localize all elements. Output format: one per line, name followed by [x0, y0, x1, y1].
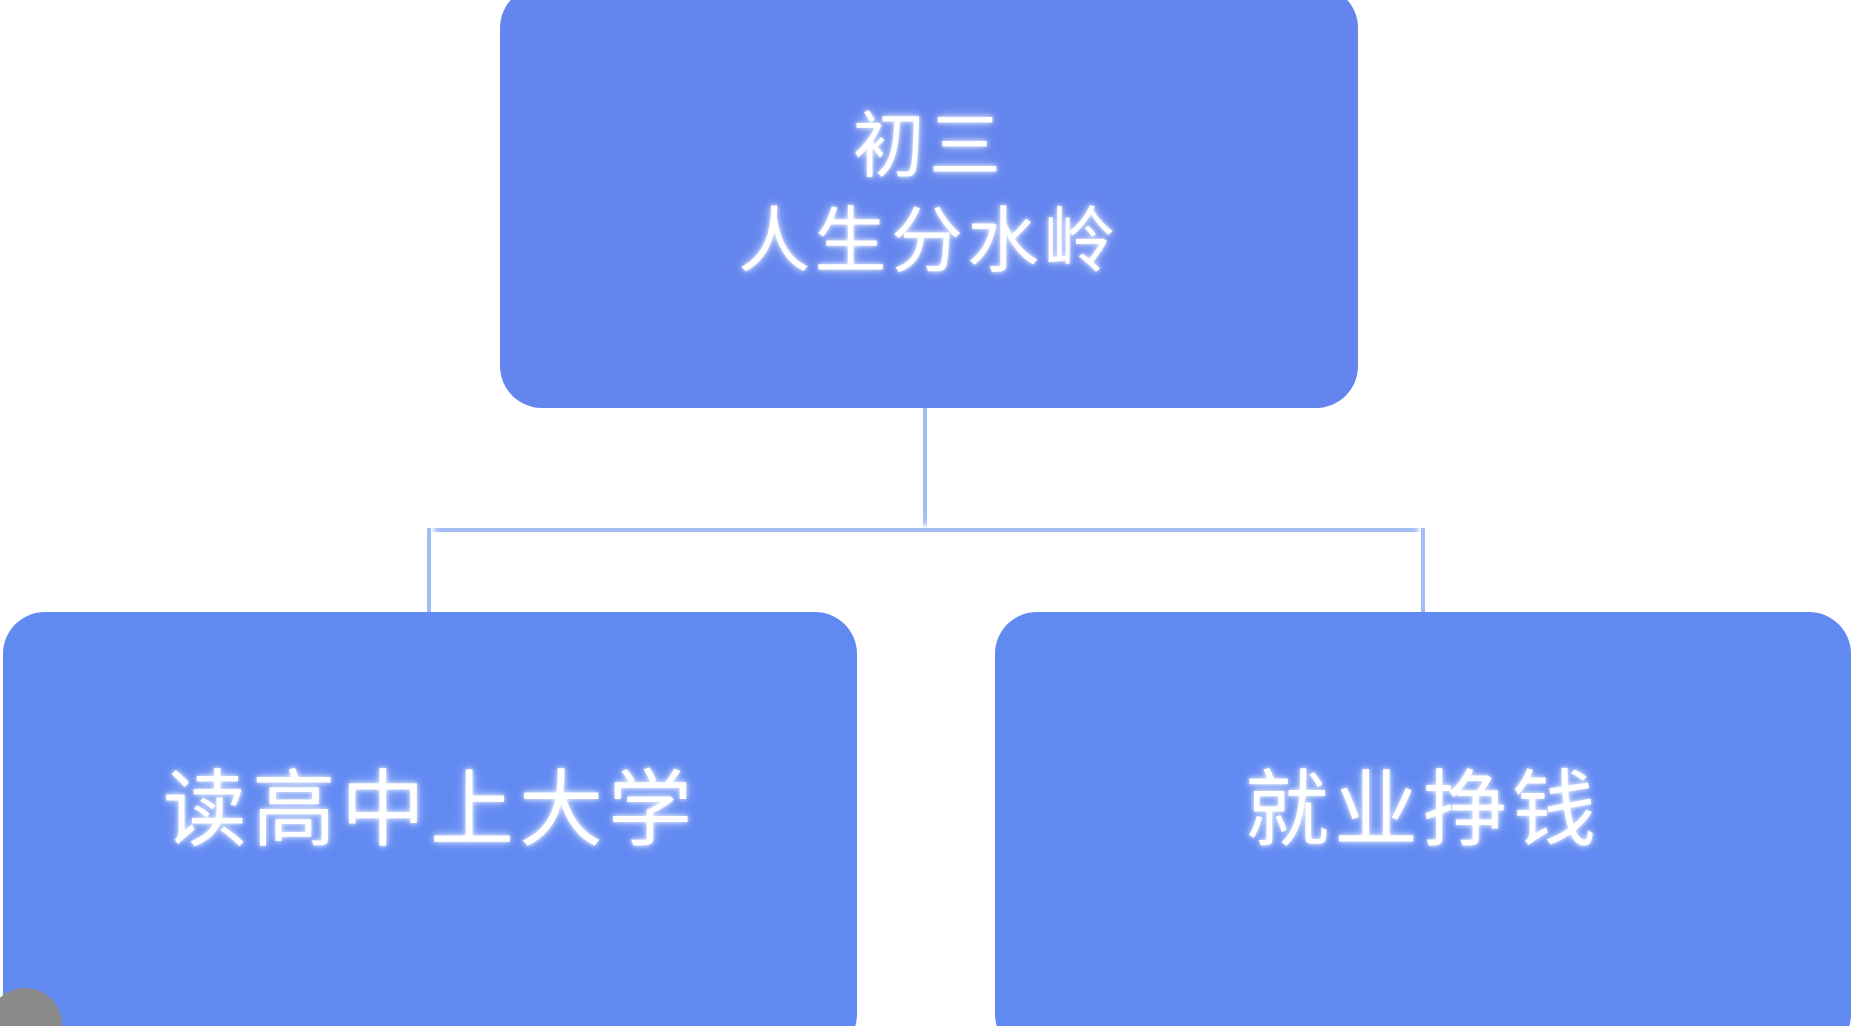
node-child-left[interactable]: 读高中上大学	[3, 612, 857, 1026]
node-child-right-label: 就业挣钱	[1244, 761, 1602, 860]
connector-right-drop	[1421, 528, 1425, 618]
node-root-line1: 初三	[852, 103, 1006, 188]
node-root-label: 初三人生分水岭	[738, 99, 1120, 289]
node-child-right[interactable]: 就业挣钱	[995, 612, 1851, 1026]
node-root[interactable]: 初三人生分水岭	[500, 0, 1358, 408]
connector-left-drop	[427, 528, 431, 618]
node-child-left-label: 读高中上大学	[162, 761, 698, 860]
connector-horizontal-bus	[427, 528, 1425, 532]
node-root-line2: 人生分水岭	[738, 199, 1120, 283]
connector-root-stem	[923, 404, 927, 532]
